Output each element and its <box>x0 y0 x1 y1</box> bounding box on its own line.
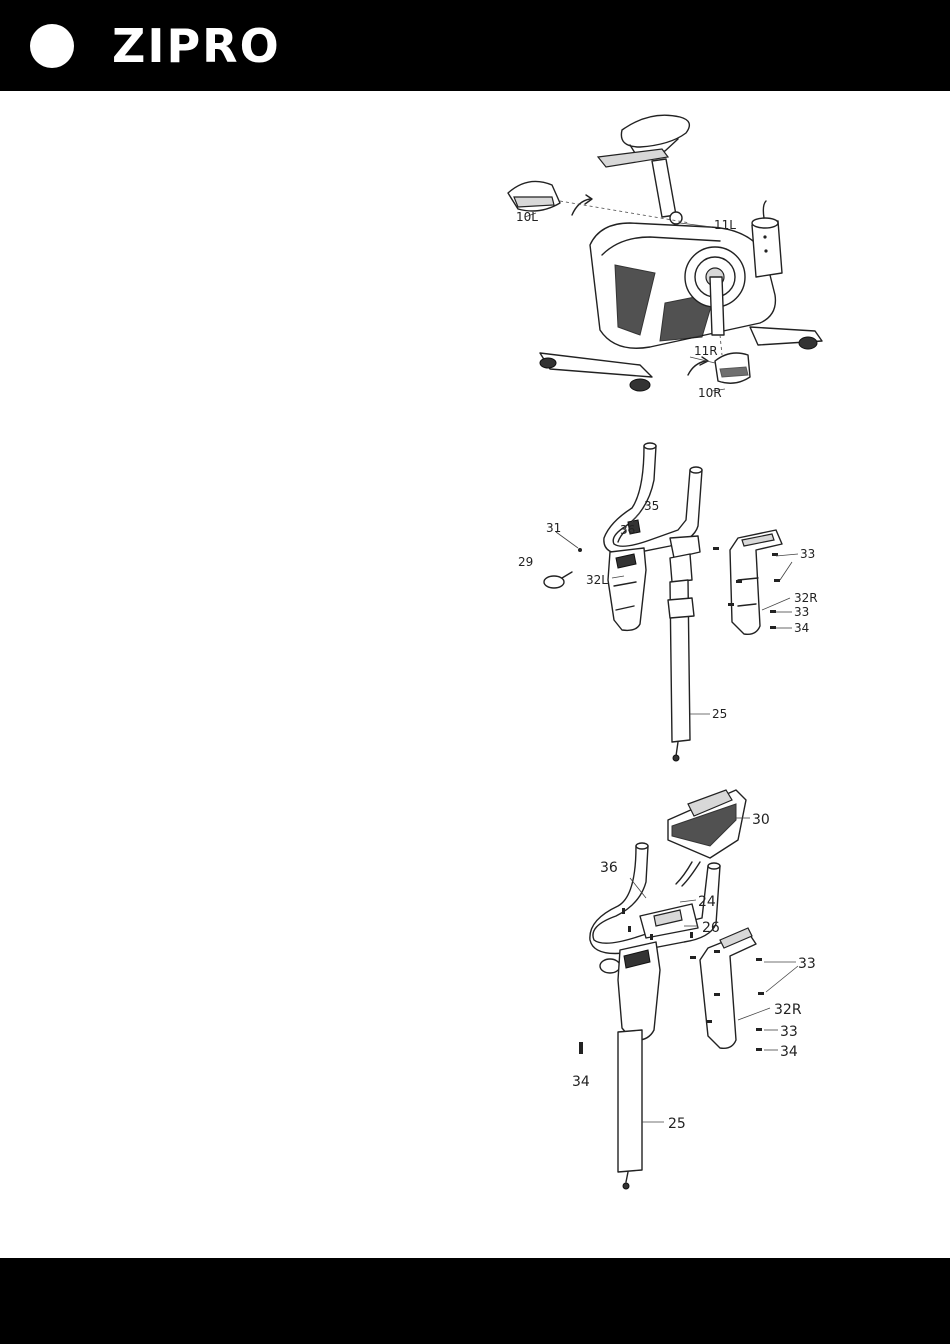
label-25: 25 <box>712 707 727 721</box>
label-32L: 32L <box>586 573 608 587</box>
label-35: 35 <box>644 499 659 513</box>
label-10R: 10R <box>698 386 722 400</box>
label-24: 24 <box>698 894 716 910</box>
label-25: 25 <box>668 1116 686 1132</box>
label-11L: 11L <box>714 218 736 232</box>
label-32R: 32R <box>794 591 818 605</box>
label-33-lower: 33 <box>794 605 809 619</box>
label-33-lower: 33 <box>780 1024 798 1040</box>
label-34-right: 34 <box>780 1044 798 1060</box>
label-32R: 32R <box>774 1002 802 1018</box>
label-26: 26 <box>702 920 720 936</box>
page-footer <box>0 1258 950 1344</box>
label-33-upper: 33 <box>800 547 815 561</box>
label-36: 36 <box>620 523 635 537</box>
label-10L: 10L <box>516 210 538 224</box>
brand-logo: ZIPRO <box>112 18 281 74</box>
label-31: 31 <box>546 521 561 535</box>
label-11R: 11R <box>694 344 718 358</box>
logo-circle-icon <box>30 24 74 68</box>
figure-pedal-assembly: 10L 11L 11R 10R <box>490 105 850 410</box>
label-33-upper: 33 <box>798 956 816 972</box>
page-header: ZIPRO <box>0 0 950 91</box>
label-36: 36 <box>600 860 618 876</box>
label-29: 29 <box>518 555 533 569</box>
figure-handlebar-exploded: 35 31 36 33 29 32L 32R 33 34 25 <box>510 440 850 780</box>
label-30: 30 <box>752 812 770 828</box>
figure-console-exploded: 30 36 24 26 33 32R 33 34 34 25 <box>560 780 860 1210</box>
label-34-left: 34 <box>572 1074 590 1090</box>
label-34: 34 <box>794 621 809 635</box>
